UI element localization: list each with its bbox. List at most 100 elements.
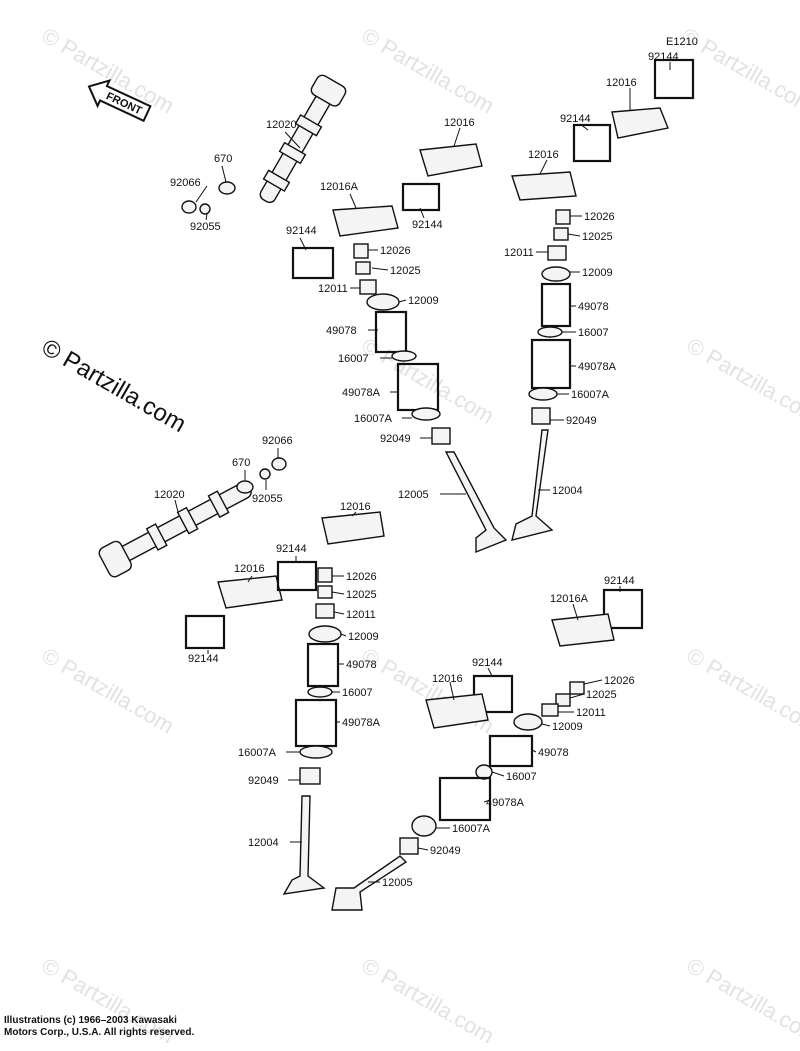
part-label: 12026 [346, 571, 377, 583]
part-label: 12025 [346, 589, 377, 601]
watermark: © Partzilla.com [683, 643, 800, 739]
ring-92055-upper [200, 204, 210, 214]
retainer-12011 [360, 280, 376, 294]
part-label: 12020 [266, 119, 297, 131]
part-label: 12016 [432, 673, 463, 685]
spring-92144 [403, 184, 439, 210]
copyright-line: Motors Corp., U.S.A. All rights reserved… [4, 1027, 194, 1039]
spring-49078A [440, 778, 490, 820]
spring-92144 [186, 616, 224, 648]
part-label: 670 [214, 153, 232, 165]
retainer-12011 [316, 604, 334, 618]
seat-12009 [367, 294, 399, 310]
rocker-arm-12016 [420, 144, 482, 176]
watermark: © Partzilla.com [38, 643, 179, 739]
spring-49078A [296, 700, 336, 746]
part-label: 12025 [390, 265, 421, 277]
part-label: 16007 [338, 353, 369, 365]
part-label: 16007A [238, 747, 277, 759]
spring-92144 [278, 562, 316, 590]
part-label: 92144 [560, 113, 591, 125]
part-label: 92049 [430, 845, 461, 857]
copyright-line: Illustrations (c) 1966–2003 Kawasaki [4, 1015, 194, 1027]
part-label: 16007A [354, 413, 393, 425]
collet-12025 [318, 586, 332, 598]
part-label: 92144 [286, 225, 317, 237]
seat-16007 [538, 327, 562, 337]
part-label: 12025 [582, 231, 613, 243]
retainer-12011 [542, 704, 558, 716]
diagram-code: E1210 [666, 36, 698, 48]
seat-12009 [514, 714, 542, 730]
retainer-12011 [548, 246, 566, 260]
seat-16007A [412, 816, 436, 836]
part-label: 12016 [340, 501, 371, 513]
valve-12005 [446, 452, 506, 552]
part-label: 12016 [444, 117, 475, 129]
rocker-arm-12016 [322, 512, 384, 544]
part-label: 92066 [170, 177, 201, 189]
part-label: 49078 [578, 301, 609, 313]
cap-12026 [570, 682, 584, 694]
seat-16007 [392, 351, 416, 361]
rocker-arm-12016 [218, 576, 282, 608]
spring-92144 [293, 248, 333, 278]
part-label: 12004 [248, 837, 279, 849]
part-label: 92144 [276, 543, 307, 555]
part-label: 92049 [248, 775, 279, 787]
part-label: 92144 [412, 219, 443, 231]
part-label: 49078A [486, 797, 525, 809]
seat-12009 [309, 626, 341, 642]
part-label: 12016 [606, 77, 637, 89]
part-label: 12009 [582, 267, 613, 279]
part-label: 16007A [452, 823, 491, 835]
spring-92144 [574, 125, 610, 161]
part-label: 92144 [648, 51, 679, 63]
rocker-arm-12016 [612, 108, 668, 138]
rocker-arm-12016A [552, 614, 614, 646]
seat-16007A [300, 746, 332, 758]
part-label: 12011 [576, 707, 606, 719]
part-label: 12005 [382, 877, 413, 889]
part-label: 12016 [528, 149, 559, 161]
part-label: 92066 [262, 435, 293, 447]
spring-49078 [542, 284, 570, 326]
part-label: 92049 [566, 415, 597, 427]
seat-16007 [308, 687, 332, 697]
part-label: 12025 [586, 689, 617, 701]
part-label: 49078A [578, 361, 617, 373]
part-label: 49078 [346, 659, 377, 671]
part-label: 16007 [342, 687, 373, 699]
collet-12025 [554, 228, 568, 240]
seal-92049 [300, 768, 320, 784]
valve-assembly-a [512, 60, 693, 540]
part-label: 16007A [571, 389, 610, 401]
cap-12026 [318, 568, 332, 582]
collet-12025 [356, 262, 370, 274]
cap-92066-lower [272, 458, 286, 470]
part-label: 12020 [154, 489, 185, 501]
part-label: 92144 [604, 575, 635, 587]
spring-49078 [308, 644, 338, 686]
o-ring-670-upper [219, 182, 235, 194]
part-label: 12026 [380, 245, 411, 257]
part-label: 92144 [188, 653, 219, 665]
valve-12004 [512, 430, 552, 540]
part-label: 49078 [538, 747, 569, 759]
ring-92055-lower [260, 469, 270, 479]
copyright-notice: Illustrations (c) 1966–2003 Kawasaki Mot… [4, 1015, 194, 1039]
part-label: 49078A [342, 717, 381, 729]
rocker-arm-12016 [512, 172, 576, 200]
seat-12009 [542, 267, 570, 281]
part-label: 92055 [252, 493, 283, 505]
part-label: 92049 [380, 433, 411, 445]
part-label: 12011 [346, 609, 376, 621]
part-label: 12009 [408, 295, 439, 307]
part-label: 12011 [504, 247, 534, 259]
part-label: 49078 [326, 325, 357, 337]
watermark: © Partzilla.com [358, 23, 499, 119]
part-label: 670 [232, 457, 250, 469]
part-label: 92055 [190, 221, 221, 233]
